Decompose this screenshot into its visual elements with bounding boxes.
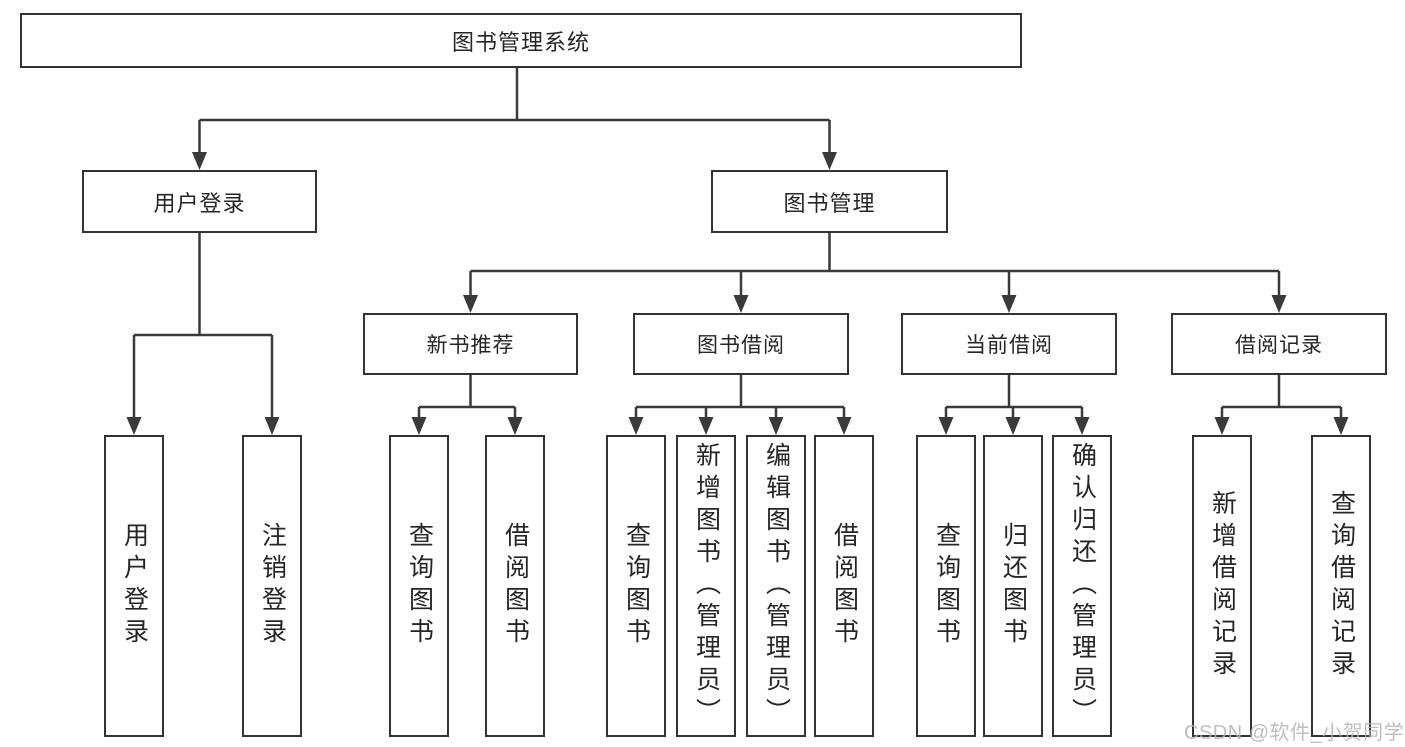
leaf-record-query-borrow-record: 查询借阅记录 (1311, 435, 1371, 737)
edges-new-book (411, 375, 523, 435)
edges-book-mgmt (463, 233, 1287, 313)
edges-borrow-record (1214, 375, 1349, 435)
leaf-label: 借阅图书 (501, 522, 530, 650)
leaf-label: 查询图书 (932, 522, 961, 650)
leaf-label: 用户登录 (120, 522, 149, 650)
leaf-label: 确认归还（管理员） (1068, 442, 1097, 730)
leaf-current-query-books: 查询图书 (916, 435, 976, 737)
node-book-mgmt: 图书管理 (711, 170, 948, 233)
leaf-borrow-query-books: 查询图书 (606, 435, 666, 737)
edges-book-borrow (628, 375, 852, 435)
leaf-label: 查询借阅记录 (1327, 490, 1356, 682)
leaf-label: 新增借阅记录 (1208, 490, 1237, 682)
leaf-borrow-borrow-books: 借阅图书 (814, 435, 874, 737)
leaf-label: 归还图书 (999, 522, 1028, 650)
leaf-logout: 注销登录 (242, 435, 302, 737)
leaf-label: 查询图书 (622, 522, 651, 650)
leaf-label: 注销登录 (258, 522, 287, 650)
leaf-current-confirm-return-admin: 确认归还（管理员） (1052, 435, 1112, 737)
leaf-borrow-add-books-admin: 新增图书（管理员） (676, 435, 736, 737)
leaf-label: 借阅图书 (830, 522, 859, 650)
leaf-label: 查询图书 (405, 522, 434, 650)
leaf-label: 编辑图书（管理员） (762, 442, 791, 730)
node-current-borrow: 当前借阅 (901, 313, 1117, 375)
leaf-borrow-edit-books-admin: 编辑图书（管理员） (746, 435, 806, 737)
node-borrow-record: 借阅记录 (1171, 313, 1387, 375)
node-book-borrow: 图书借阅 (633, 313, 849, 375)
node-new-book-recommend: 新书推荐 (363, 313, 578, 375)
leaf-user-login: 用户登录 (104, 435, 164, 737)
node-user-login: 用户登录 (82, 170, 317, 233)
leaf-record-add-borrow-record: 新增借阅记录 (1192, 435, 1252, 737)
leaf-newbook-query-books: 查询图书 (389, 435, 449, 737)
watermark: CSDN @软件_小贺同学 (1184, 722, 1405, 744)
leaf-label: 新增图书（管理员） (692, 442, 721, 730)
edges-user-login (126, 233, 280, 435)
edges-current-borrow (938, 375, 1090, 435)
node-root: 图书管理系统 (20, 13, 1022, 68)
leaf-current-return-books: 归还图书 (983, 435, 1043, 737)
edges-root (192, 68, 837, 170)
leaf-newbook-borrow-books: 借阅图书 (485, 435, 545, 737)
